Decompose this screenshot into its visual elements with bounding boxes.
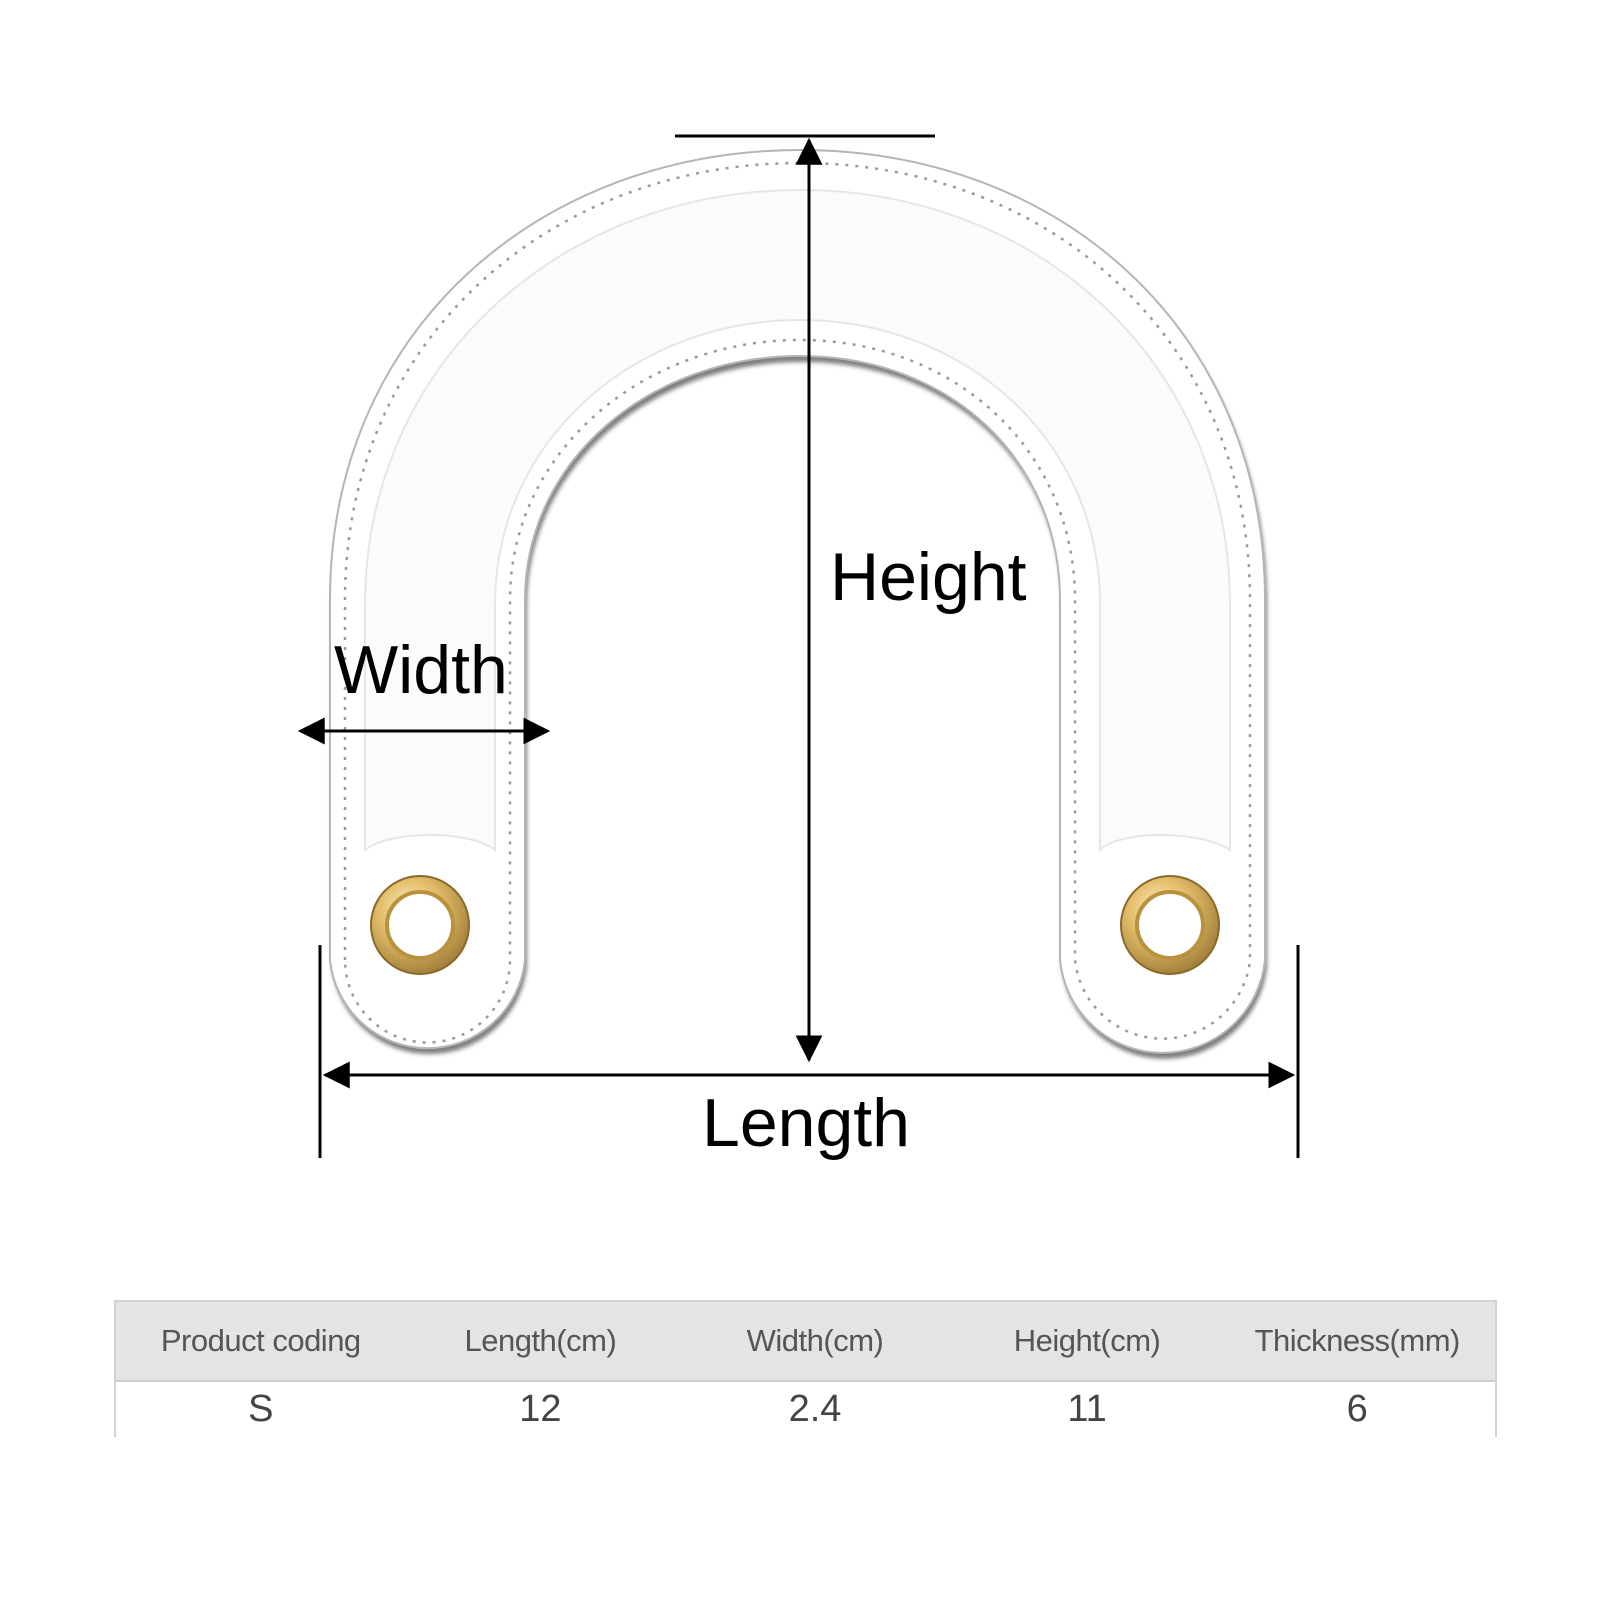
header-thickness: Thickness(mm) <box>1254 1323 1461 1358</box>
header-height: Height(cm) <box>1013 1323 1161 1358</box>
length-dimension: Length <box>318 945 1300 1161</box>
right-grommet-icon <box>1120 875 1220 975</box>
spec-table: Product coding Length(cm) Width(cm) Heig… <box>114 1300 1497 1437</box>
handle-padding <box>364 188 1231 853</box>
value-width: 2.4 <box>788 1388 842 1430</box>
leather-handle <box>329 148 1267 1059</box>
handle-outer-stitching <box>343 161 1252 1044</box>
table-row: S 12 2.4 11 6 <box>116 1382 1495 1437</box>
header-width: Width(cm) <box>746 1323 884 1358</box>
left-grommet-icon <box>370 875 470 975</box>
value-thickness: 6 <box>1346 1388 1368 1430</box>
value-length: 12 <box>519 1388 562 1430</box>
value-product-coding: S <box>248 1388 274 1430</box>
header-length: Length(cm) <box>464 1323 617 1358</box>
width-dimension: Width <box>297 632 551 745</box>
height-label: Height <box>830 539 1027 615</box>
spec-table-header-row: Product coding Length(cm) Width(cm) Heig… <box>116 1302 1495 1382</box>
width-label: Width <box>334 632 508 708</box>
value-height: 11 <box>1067 1388 1107 1430</box>
length-label: Length <box>702 1085 910 1161</box>
height-dimension: Height <box>675 134 1027 1063</box>
header-product-coding: Product coding <box>160 1323 361 1358</box>
